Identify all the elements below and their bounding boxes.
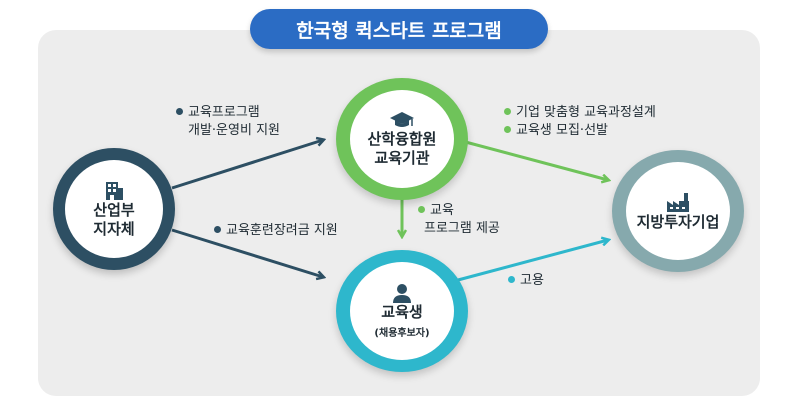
bullet-dot: [418, 206, 425, 213]
note-subsidy: 교육훈련장려금 지원: [214, 222, 338, 240]
bullet-dot: [214, 226, 221, 233]
arrow-institution-to-company: [457, 138, 608, 180]
note-subsidy-text: 교육훈련장려금 지원: [226, 223, 338, 238]
note-curriculum: 기업 맞춤형 교육과정설계 교육생 모집·선발: [504, 104, 656, 140]
building-icon: [106, 182, 123, 200]
arrow-ministry-to-institution: [171, 140, 323, 190]
note-recruit-text: 교육생 모집·선발: [516, 123, 608, 138]
note-program-support: 교육프로그램 개발·운영비 지원: [176, 104, 280, 140]
ministry-label-2: 지자체: [93, 220, 135, 238]
note-education-line1: 교육: [430, 203, 454, 218]
note-hire-text: 고용: [520, 273, 544, 288]
arrow-trainee-to-company: [457, 240, 608, 282]
note-support-line2: 개발·운영비 지원: [188, 123, 280, 138]
ministry-node: 산업부 지자체: [53, 148, 175, 270]
note-support-line1: 교육프로그램: [188, 105, 260, 120]
institution-label-2: 교육기관: [374, 149, 430, 167]
bullet-dot: [504, 108, 511, 115]
company-label: 지방투자기업: [636, 212, 720, 231]
person-icon: [393, 284, 411, 303]
graduation-cap-icon: [390, 112, 414, 127]
bullet-dot: [176, 108, 183, 115]
page-title: 한국형 퀵스타트 프로그램: [250, 9, 548, 49]
note-education-line2: 프로그램 제공: [424, 221, 500, 236]
institution-label-1: 산학융합원: [367, 130, 437, 148]
trainee-label: 교육생: [381, 303, 423, 321]
company-node: 지방투자기업: [612, 150, 744, 272]
note-hire: 고용: [508, 272, 544, 290]
bullet-dot: [508, 276, 515, 283]
note-curriculum-text: 기업 맞춤형 교육과정설계: [516, 105, 656, 120]
note-education: 교육 프로그램 제공: [418, 202, 500, 238]
institution-node: 산학융합원 교육기관: [336, 78, 468, 200]
factory-icon: [667, 192, 689, 212]
trainee-sublabel: (채용후보자): [374, 328, 430, 339]
ministry-label-1: 산업부: [93, 201, 135, 219]
bullet-dot: [504, 126, 511, 133]
arrow-ministry-to-trainee: [171, 228, 323, 277]
trainee-node: 교육생 (채용후보자): [336, 250, 468, 372]
